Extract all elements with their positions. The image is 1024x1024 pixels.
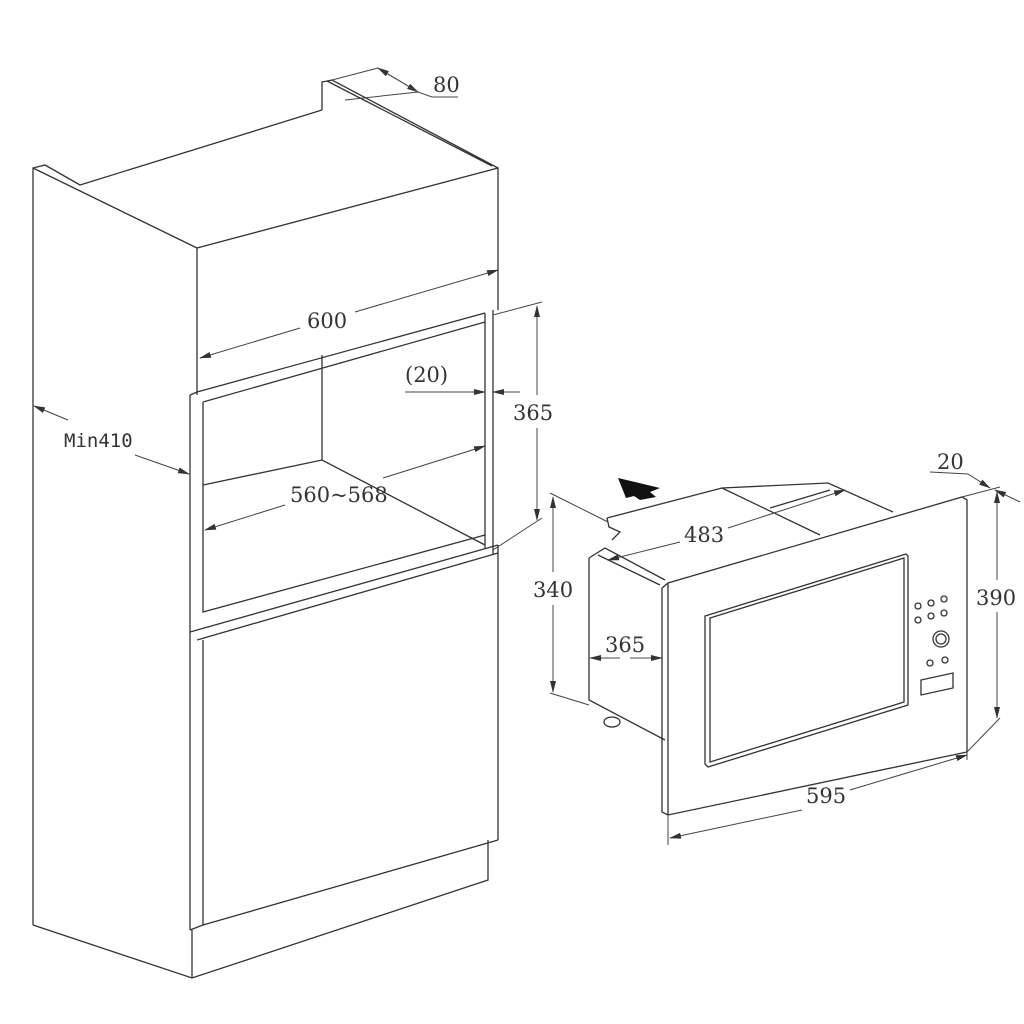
dim-min410-label: Min410 bbox=[64, 430, 133, 452]
button-icon bbox=[940, 609, 948, 617]
cabinet-top-back bbox=[79, 79, 499, 186]
lower-cabinet-door bbox=[189, 544, 499, 931]
dim-483: 483 bbox=[607, 489, 846, 561]
microwave-body bbox=[588, 547, 666, 741]
dim-365-opening-label: 365 bbox=[513, 401, 553, 425]
dim-340: 340 bbox=[533, 492, 609, 706]
dim-340-label: 340 bbox=[533, 578, 573, 602]
dim-595: 595 bbox=[667, 752, 968, 845]
microwave-front-frame bbox=[661, 496, 968, 816]
dim-483-label: 483 bbox=[684, 523, 724, 547]
cabinet-side-panel bbox=[32, 164, 489, 979]
button-icon bbox=[914, 602, 922, 610]
button-icon bbox=[914, 616, 922, 624]
microwave bbox=[588, 478, 968, 816]
button-icon bbox=[927, 612, 935, 620]
dim-365-depth-label: 365 bbox=[605, 633, 645, 657]
dim-80: 80 bbox=[331, 67, 460, 101]
dim-600: 600 bbox=[199, 269, 499, 359]
dim-560-568-label: 560~568 bbox=[290, 483, 388, 507]
microwave-top-plate bbox=[606, 482, 894, 541]
dim-390: 390 bbox=[966, 491, 1016, 753]
dim-80-label: 80 bbox=[433, 73, 460, 97]
knob-icon bbox=[932, 630, 950, 648]
button-icon bbox=[941, 656, 949, 664]
dim-595-label: 595 bbox=[806, 784, 846, 808]
dim-365-depth: 365 bbox=[589, 633, 663, 661]
dim-20-gap: (20) bbox=[405, 363, 520, 395]
cabinet bbox=[32, 79, 499, 979]
dim-600-label: 600 bbox=[307, 309, 347, 333]
dim-min410: Min410 bbox=[33, 405, 190, 475]
opening bbox=[189, 310, 494, 632]
dim-390-label: 390 bbox=[976, 586, 1016, 610]
button-icon bbox=[927, 599, 935, 607]
dim-20-gap-label: (20) bbox=[405, 363, 448, 387]
upper-panel bbox=[196, 167, 499, 395]
dim-20-frame-label: 20 bbox=[937, 450, 964, 474]
dim-560-568: 560~568 bbox=[204, 445, 486, 531]
dim-20-frame: 20 bbox=[929, 450, 1021, 503]
control-panel bbox=[914, 595, 954, 696]
insert-arrow-icon bbox=[618, 478, 660, 500]
dim-365-opening: 365 bbox=[492, 301, 553, 551]
button-icon bbox=[926, 659, 934, 667]
button-icon bbox=[940, 595, 948, 603]
display-icon bbox=[920, 672, 954, 696]
